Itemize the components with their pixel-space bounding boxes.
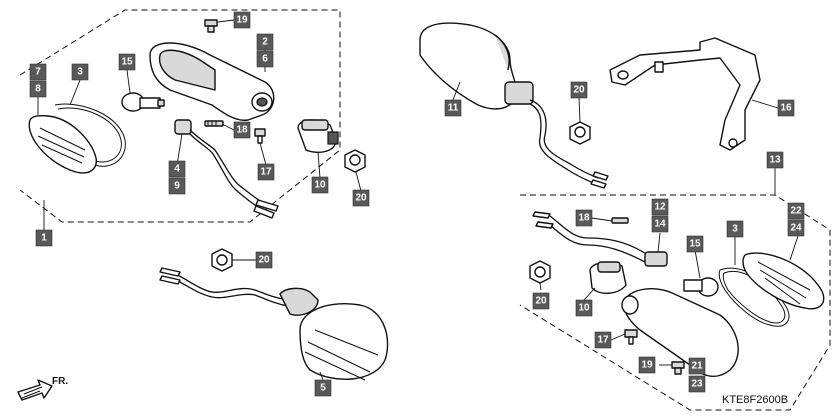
- callout-3a: 3: [71, 63, 89, 81]
- socket-10-right: [589, 261, 627, 294]
- callout-15a: 15: [118, 53, 136, 71]
- lens-front-left: [28, 114, 97, 174]
- svg-text:1: 1: [41, 233, 47, 244]
- nut-20-lower: [211, 248, 233, 272]
- svg-text:15: 15: [121, 57, 133, 68]
- socket-wire-left: [174, 119, 279, 219]
- svg-text:11: 11: [448, 103, 459, 114]
- callout-14: 14: [651, 215, 669, 233]
- svg-text:13: 13: [769, 155, 781, 166]
- bulb-left: [121, 92, 165, 112]
- callout-7: 7: [29, 63, 47, 81]
- callout-23: 23: [688, 375, 706, 393]
- assembly-group-5: [159, 248, 389, 381]
- callout-22: 22: [787, 202, 805, 220]
- screw-left: [204, 120, 224, 127]
- signal-housing-left: [149, 42, 275, 121]
- callout-10a: 10: [311, 176, 329, 194]
- nut-20-left: [344, 149, 366, 173]
- svg-text:20: 20: [355, 193, 367, 204]
- callout-16: 16: [777, 99, 795, 117]
- bolt-17-right: [624, 329, 638, 345]
- callout-1: 1: [35, 229, 53, 247]
- assembly-group-11: [419, 22, 609, 189]
- svg-text:12: 12: [654, 202, 666, 213]
- svg-text:7: 7: [35, 67, 41, 78]
- svg-text:19: 19: [641, 360, 653, 371]
- callout-8: 8: [29, 80, 47, 98]
- leader-lines: [37, 19, 799, 381]
- bolt-17-left: [254, 128, 266, 144]
- svg-text:8: 8: [35, 84, 41, 95]
- svg-text:10: 10: [578, 303, 590, 314]
- callout-9: 9: [168, 177, 186, 195]
- callout-10b: 10: [575, 299, 593, 317]
- svg-text:18: 18: [236, 125, 248, 136]
- callout-20c: 20: [570, 81, 588, 99]
- svg-text:15: 15: [689, 239, 701, 250]
- nut-20-right: [529, 260, 551, 284]
- callout-11: 11: [444, 99, 462, 117]
- callout-19b: 19: [638, 356, 656, 374]
- nut-20-top-right: [569, 121, 591, 145]
- callout-labels: 19 2 6 7 8 3 15 18 4 9 17 10 20 1 20 5 1…: [29, 11, 805, 397]
- bulb-right: [683, 277, 719, 297]
- svg-text:20: 20: [573, 85, 585, 96]
- svg-text:3: 3: [732, 224, 738, 235]
- svg-text:20: 20: [258, 255, 270, 266]
- callout-15b: 15: [686, 235, 704, 253]
- callout-18a: 18: [233, 121, 251, 139]
- callout-3b: 3: [726, 220, 744, 238]
- gasket-left: [54, 103, 126, 167]
- wire-right: [532, 211, 668, 267]
- svg-text:2: 2: [262, 37, 268, 48]
- fr-label: FR.: [52, 376, 68, 387]
- socket-10-left: [297, 119, 339, 153]
- assembly-group-1: [19, 9, 366, 223]
- svg-text:17: 17: [260, 167, 272, 178]
- svg-text:22: 22: [790, 206, 802, 217]
- svg-text:16: 16: [780, 103, 792, 114]
- callout-5: 5: [314, 379, 332, 397]
- svg-text:14: 14: [654, 219, 666, 230]
- callout-18b: 18: [575, 209, 593, 227]
- screw-18-right: [611, 217, 629, 224]
- callout-4: 4: [168, 160, 186, 178]
- callout-2: 2: [256, 33, 274, 51]
- svg-text:20: 20: [535, 296, 547, 307]
- callout-17a: 17: [257, 163, 275, 181]
- screw-19-right: [671, 361, 685, 375]
- callout-19a: 19: [233, 11, 251, 29]
- svg-text:17: 17: [597, 335, 609, 346]
- svg-text:19: 19: [236, 15, 248, 26]
- svg-text:21: 21: [691, 361, 703, 372]
- callout-17b: 17: [594, 331, 612, 349]
- diagram-code: KTE8F2600B: [722, 394, 788, 406]
- screw-19-left: [204, 19, 218, 33]
- svg-text:6: 6: [262, 54, 268, 65]
- callout-6: 6: [256, 50, 274, 68]
- svg-text:9: 9: [174, 181, 180, 192]
- svg-text:4: 4: [174, 164, 180, 175]
- signal-housing-right: [621, 288, 739, 378]
- callout-21: 21: [688, 357, 706, 375]
- svg-text:5: 5: [320, 383, 326, 394]
- svg-text:24: 24: [790, 223, 802, 234]
- callout-20a: 20: [352, 189, 370, 207]
- callout-12: 12: [651, 198, 669, 216]
- callout-13: 13: [766, 151, 784, 169]
- signal-lens-front-right: [299, 303, 389, 381]
- svg-text:3: 3: [77, 67, 83, 78]
- svg-text:23: 23: [691, 379, 703, 390]
- front-direction-arrow: FR.: [17, 376, 68, 401]
- lens-right: [742, 252, 825, 310]
- assembly-group-13: [519, 194, 831, 411]
- bracket-16: [609, 37, 761, 151]
- callout-20d: 20: [532, 292, 550, 310]
- svg-text:10: 10: [314, 180, 326, 191]
- callout-24: 24: [787, 219, 805, 237]
- callout-20b: 20: [255, 251, 273, 269]
- svg-text:18: 18: [578, 213, 590, 224]
